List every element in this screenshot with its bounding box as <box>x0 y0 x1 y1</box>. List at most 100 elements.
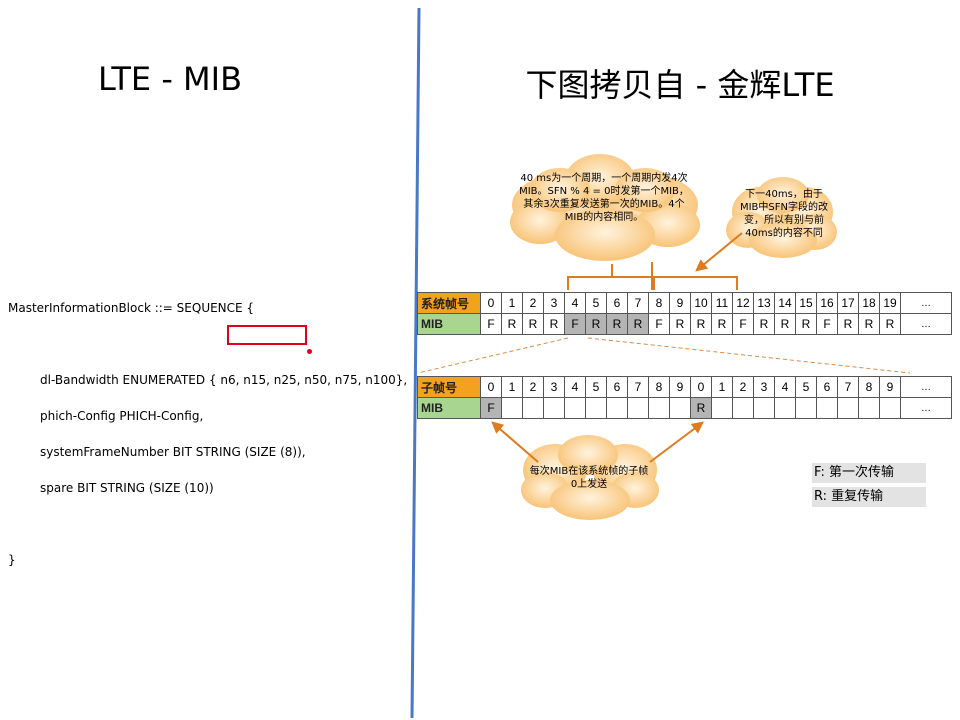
subframe-cell: 6 <box>816 376 838 398</box>
subframe-cell: 2 <box>732 376 754 398</box>
mib-cell: R <box>858 313 880 335</box>
callout-text-40ms-period: 40 ms为一个周期，一个周期内发4次MIB。SFN % 4 = 0时发第一个M… <box>519 173 689 223</box>
mib-cell: F <box>648 313 670 335</box>
subframe-cell: 0 <box>480 376 502 398</box>
code-line: dl-Bandwidth ENUMERATED { n6, n15, n25, … <box>40 373 408 387</box>
size-highlight-box <box>227 325 307 345</box>
mib-cell: R <box>837 313 859 335</box>
mib-cell: F <box>732 313 754 335</box>
cloud-callout-1 <box>510 154 700 261</box>
legend-repeat-transmission: R: 重复传输 <box>812 487 926 507</box>
mib-cell: R <box>711 313 733 335</box>
frame-cell: 8 <box>648 292 670 314</box>
red-dot <box>307 349 312 354</box>
subframe-cell-ellipsis: … <box>900 376 952 398</box>
sub-mib-cell <box>627 397 649 419</box>
subframe-cell: 8 <box>648 376 670 398</box>
mib-cell-highlighted: F <box>564 313 586 335</box>
subframe-cell: 1 <box>501 376 523 398</box>
subframe-cell: 9 <box>669 376 691 398</box>
subframe-cell: 5 <box>795 376 817 398</box>
mib-cell-ellipsis: … <box>900 313 952 335</box>
mib-cell-highlighted: R <box>627 313 649 335</box>
subframe-table: 子帧号 0 1 2 3 4 5 6 7 8 9 0 1 2 3 4 5 6 7 … <box>417 376 952 419</box>
mib-cell: R <box>690 313 712 335</box>
mib-cell: R <box>774 313 796 335</box>
code-line: } <box>8 553 16 567</box>
left-title: LTE - MIB <box>97 60 243 98</box>
bracket-next-40ms <box>653 276 738 290</box>
subframe-number-row: 子帧号 0 1 2 3 4 5 6 7 8 9 0 1 2 3 4 5 6 7 … <box>417 376 952 398</box>
frame-cell: 0 <box>480 292 502 314</box>
frame-cell: 12 <box>732 292 754 314</box>
frame-cell: 16 <box>816 292 838 314</box>
sub-mib-cell <box>732 397 754 419</box>
frame-cell: 19 <box>879 292 901 314</box>
mib-cell: R <box>795 313 817 335</box>
frame-cell: 14 <box>774 292 796 314</box>
frame-cell: 1 <box>501 292 523 314</box>
mib-cell: R <box>522 313 544 335</box>
frame-cell: 3 <box>543 292 565 314</box>
frame-cell: 6 <box>606 292 628 314</box>
frame-cell: 5 <box>585 292 607 314</box>
sub-mib-cell <box>543 397 565 419</box>
subframe-cell: 3 <box>543 376 565 398</box>
sub-mib-header: MIB <box>417 397 481 419</box>
cloud-callout-3 <box>521 435 659 520</box>
frame-cell: 10 <box>690 292 712 314</box>
frame-number-header: 系统帧号 <box>417 292 481 314</box>
arrow-to-sub0 <box>491 421 539 463</box>
sub-mib-cell <box>606 397 628 419</box>
legend: F: 第一次传输 R: 重复传输 <box>812 463 926 511</box>
frame-cell: 4 <box>564 292 586 314</box>
mib-cell-highlighted: R <box>606 313 628 335</box>
sub-mib-cell <box>585 397 607 419</box>
frame-cell: 9 <box>669 292 691 314</box>
mib-asn1-code: MasterInformationBlock ::= SEQUENCE { dl… <box>8 278 407 578</box>
frame-cell: 2 <box>522 292 544 314</box>
mib-cell: F <box>816 313 838 335</box>
subframe-cell: 1 <box>711 376 733 398</box>
callout-text-subframe0: 每次MIB在该系统帧的子帧0上发送 <box>529 466 649 490</box>
subframe-cell: 8 <box>858 376 880 398</box>
legend-first-transmission: F: 第一次传输 <box>812 463 926 483</box>
mib-cell: R <box>753 313 775 335</box>
sub-mib-cell <box>774 397 796 419</box>
sub-mib-cell-highlighted: R <box>690 397 712 419</box>
sub-mib-cell <box>564 397 586 419</box>
sub-mib-cell <box>837 397 859 419</box>
divider-line <box>410 7 421 719</box>
arrow-cloud2 <box>695 232 743 272</box>
dash-right <box>587 337 911 374</box>
mib-cell: R <box>879 313 901 335</box>
frame-cell: 11 <box>711 292 733 314</box>
sub-mib-cell <box>858 397 880 419</box>
sub-mib-cell-ellipsis: … <box>900 397 952 419</box>
mib-cell: R <box>669 313 691 335</box>
subframe-cell: 9 <box>879 376 901 398</box>
mib-cell: R <box>543 313 565 335</box>
cloud-callout-2 <box>726 177 837 258</box>
subframe-cell: 0 <box>690 376 712 398</box>
subframe-cell: 5 <box>585 376 607 398</box>
code-line: MasterInformationBlock ::= SEQUENCE { <box>8 301 255 315</box>
dash-left <box>417 337 569 374</box>
system-frame-table: 系统帧号 0 1 2 3 4 5 6 7 8 9 10 11 12 13 14 … <box>417 292 952 335</box>
sub-mib-cell <box>816 397 838 419</box>
frame-cell-ellipsis: … <box>900 292 952 314</box>
frame-cell: 13 <box>753 292 775 314</box>
sub-mib-cell <box>753 397 775 419</box>
frame-cell: 15 <box>795 292 817 314</box>
mib-cell: R <box>501 313 523 335</box>
mib-cell: F <box>480 313 502 335</box>
subframe-cell: 3 <box>753 376 775 398</box>
code-line: phich-Config PHICH-Config, <box>40 409 204 423</box>
arrow-to-sub10 <box>649 421 704 463</box>
callout-text-next-40ms: 下一40ms，由于MIB中SFN字段的改变，所以有别与前40ms的内容不同 <box>739 189 829 239</box>
frame-cell: 7 <box>627 292 649 314</box>
sub-mib-cell <box>648 397 670 419</box>
subframe-cell: 4 <box>564 376 586 398</box>
right-title: 下图拷贝自 - 金辉LTE <box>525 66 835 104</box>
frame-cell: 18 <box>858 292 880 314</box>
